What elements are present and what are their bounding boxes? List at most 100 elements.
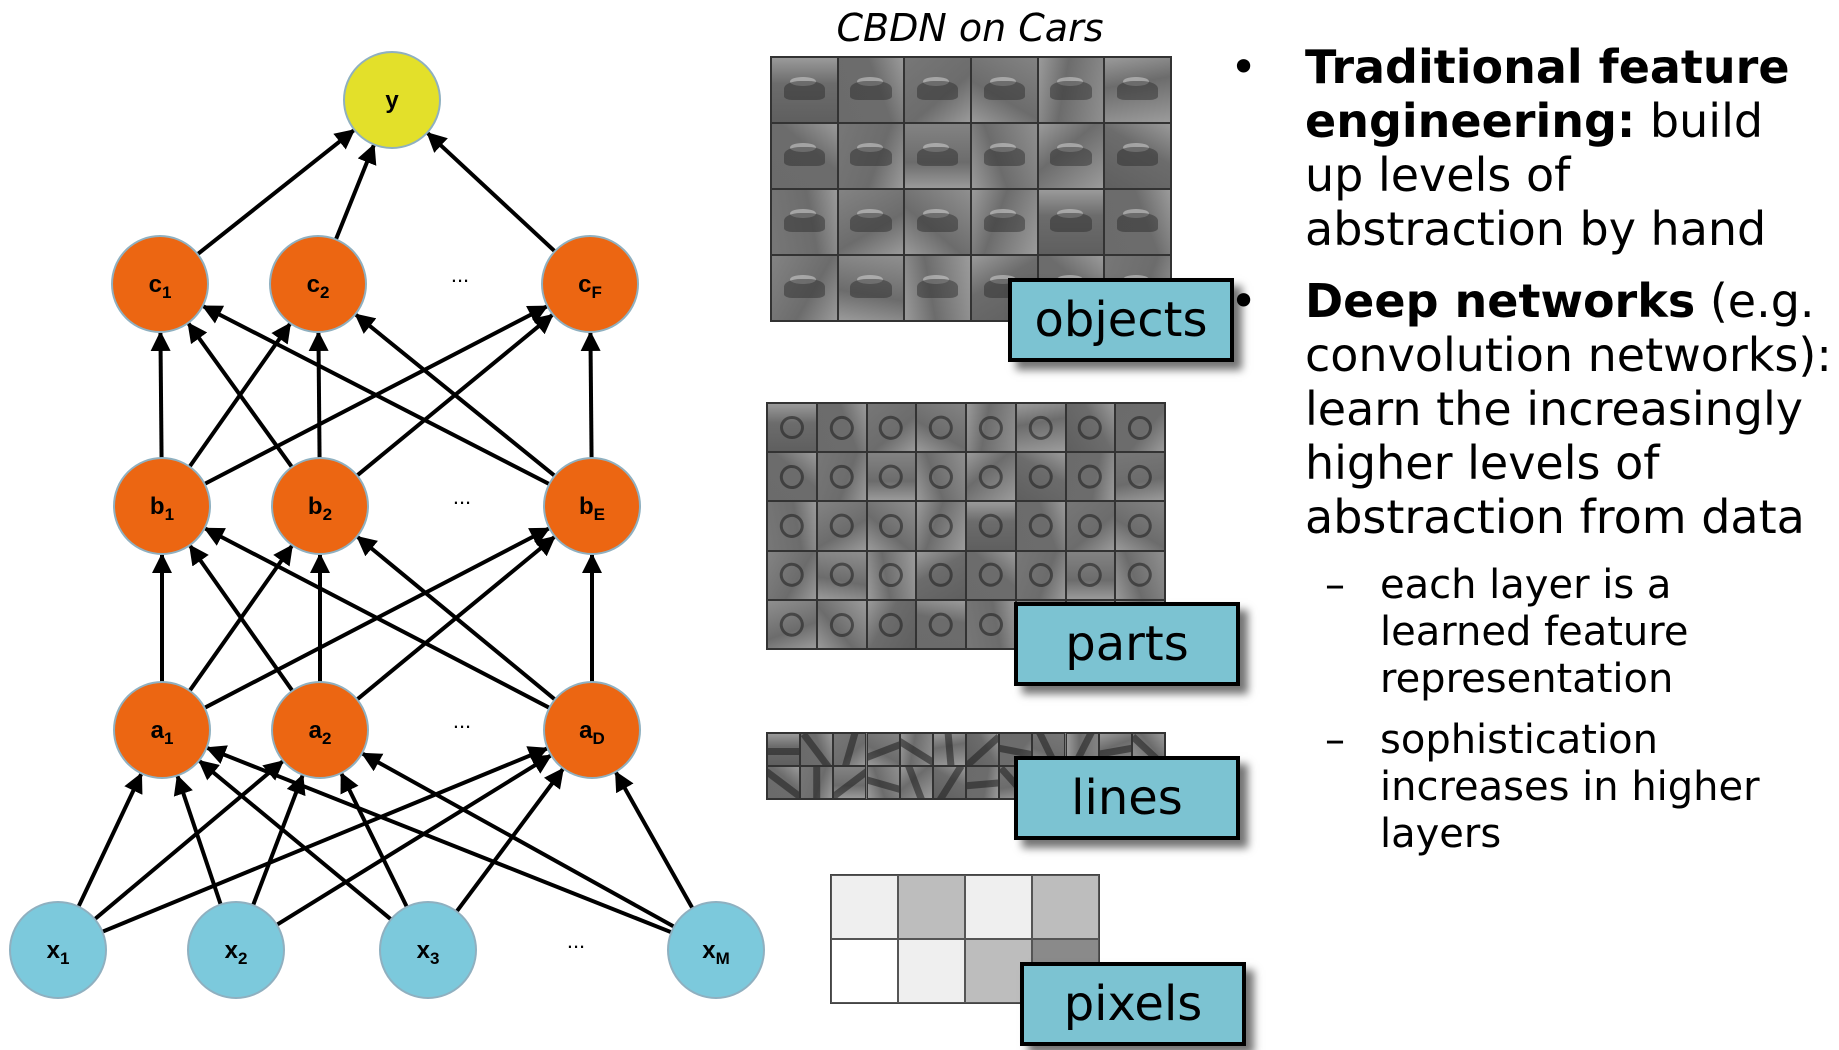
dash-symbol: –	[1325, 562, 1345, 608]
parts-label: parts	[1014, 602, 1240, 686]
feature-tile	[904, 255, 971, 321]
pixel-cell	[898, 939, 965, 1003]
feature-tile	[916, 550, 966, 600]
feature-tile	[837, 57, 905, 123]
network-edge	[150, 330, 171, 463]
bullet-2-bold: Deep networks	[1305, 274, 1696, 328]
node-label: a1	[151, 717, 174, 748]
feature-tile	[816, 599, 867, 649]
cbdn-caption: CBDN on Cars	[836, 6, 1104, 50]
ellipsis: ...	[451, 262, 469, 287]
pixels-label: pixels	[1020, 962, 1246, 1046]
feature-tile	[1015, 501, 1066, 551]
node-circle	[271, 457, 369, 555]
network-edge	[332, 143, 377, 245]
bullet-traditional: • Traditional feature engineering: build…	[1230, 40, 1835, 256]
feature-tile	[866, 599, 917, 649]
feature-tile	[966, 599, 1016, 649]
feature-tile	[966, 501, 1016, 551]
feature-tile	[816, 501, 867, 551]
feature-tile	[866, 733, 900, 766]
network-edge	[97, 746, 549, 936]
feature-tile	[1115, 452, 1165, 502]
node-x3: x3	[379, 901, 477, 999]
node-circle	[269, 235, 367, 333]
network-edge	[185, 544, 294, 696]
node-circle	[113, 681, 211, 779]
bullet-1-bold: Traditional feature engineering:	[1305, 40, 1790, 148]
node-b2: b2	[271, 457, 369, 555]
feature-tile	[971, 123, 1038, 189]
feature-tile	[866, 550, 917, 600]
network-edge	[308, 330, 329, 463]
node-a1: a1	[113, 681, 211, 779]
network-edge	[205, 745, 677, 936]
objects-feature-grid	[770, 56, 1172, 322]
feature-tile	[904, 123, 971, 189]
network-edge	[356, 535, 560, 705]
feature-tile	[1015, 550, 1066, 600]
feature-tile	[767, 501, 817, 551]
pixel-cell	[831, 939, 898, 1003]
feature-tile	[1065, 403, 1116, 453]
feature-tile	[1015, 452, 1066, 502]
network-edge	[74, 772, 143, 912]
feature-tile	[916, 452, 966, 502]
node-circle	[271, 681, 369, 779]
node-label: aD	[579, 717, 605, 748]
node-cF: cF	[541, 235, 639, 333]
network-edges	[74, 128, 697, 936]
network-edge	[173, 774, 225, 910]
feature-tile	[771, 255, 838, 321]
feature-tile	[833, 733, 867, 766]
feature-tile	[899, 766, 933, 799]
network-edge	[354, 313, 560, 481]
dash-symbol: –	[1325, 717, 1345, 763]
network-edge	[339, 772, 411, 913]
feature-tile	[1015, 403, 1066, 453]
feature-tile	[916, 599, 966, 649]
feature-tile	[767, 550, 817, 600]
feature-tile	[1115, 501, 1165, 551]
feature-tile	[1115, 550, 1165, 600]
pixel-cell	[1032, 875, 1099, 939]
node-circle	[541, 235, 639, 333]
feature-tile	[1104, 189, 1171, 255]
feature-tile	[904, 189, 971, 255]
node-label: cF	[578, 271, 602, 302]
ellipsis: ...	[567, 928, 585, 953]
objects-label: objects	[1008, 278, 1234, 362]
feature-tile	[800, 766, 834, 799]
feature-tile	[1065, 550, 1116, 600]
bullet-2-text: (e.g. convolution networks): learn the i…	[1305, 274, 1832, 544]
node-label: a2	[309, 717, 332, 748]
feature-tile	[1104, 57, 1171, 123]
feature-tile	[966, 733, 1000, 766]
node-circle	[113, 457, 211, 555]
feature-tile	[1037, 189, 1105, 255]
feature-tile	[767, 403, 817, 453]
node-b1: b1	[113, 457, 211, 555]
feature-tile	[1037, 123, 1105, 189]
network-edge	[249, 773, 306, 911]
network-edge	[361, 752, 680, 931]
ellipsis: ...	[453, 708, 471, 733]
node-label: x2	[225, 937, 248, 968]
node-label: bE	[579, 493, 605, 524]
feature-tile	[966, 550, 1016, 600]
feature-tile	[800, 733, 834, 766]
node-xM: xM	[667, 901, 765, 999]
feature-tile	[837, 255, 905, 321]
node-label: x1	[47, 937, 70, 968]
node-circle	[343, 51, 441, 149]
node-circle	[9, 901, 107, 999]
feature-tile	[1037, 57, 1105, 123]
feature-tile	[767, 452, 817, 502]
node-label: c2	[307, 271, 330, 302]
node-circle	[543, 681, 641, 779]
network-edge	[201, 304, 555, 489]
feature-tile	[971, 57, 1038, 123]
feature-tile	[771, 189, 838, 255]
